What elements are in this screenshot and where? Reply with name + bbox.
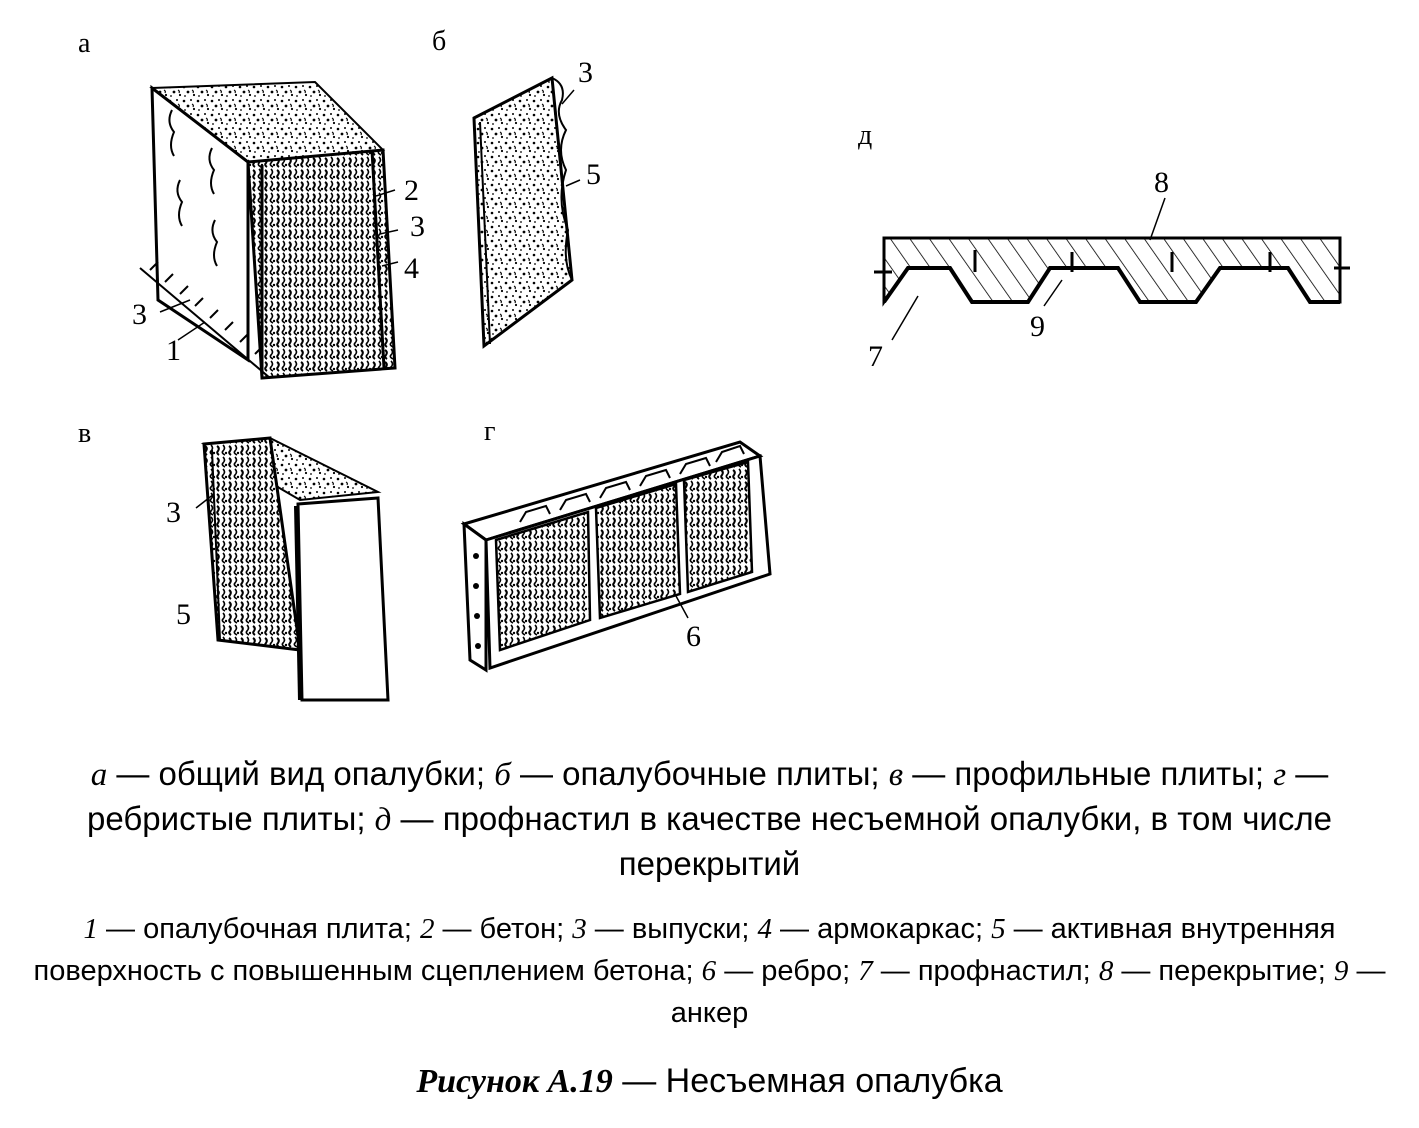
panel-label-d: д — [858, 120, 873, 151]
legend-text-4: — армокаркас; — [771, 913, 992, 945]
legend-text-3: — выпуски; — [586, 913, 758, 945]
panel-a-drawing — [139, 80, 399, 380]
callout-d-7: 7 — [868, 340, 883, 373]
callout-b-5: 5 — [586, 158, 601, 191]
legend-text-2: — бетон; — [434, 913, 573, 945]
legend-num-9: 9 — [1333, 955, 1349, 987]
legend-text-6: — ребро; — [716, 955, 859, 987]
callout-v-5: 5 — [176, 598, 191, 631]
legend-num-1: 1 — [83, 913, 98, 945]
legend-num-3: 3 — [572, 913, 587, 945]
callout-a-4: 4 — [404, 252, 419, 285]
figure-title: Рисунок А.19 — Несъемная опалубка — [0, 1064, 1419, 1099]
legend-num-7: 7 — [858, 955, 873, 987]
legend-num-6: 6 — [701, 955, 717, 987]
callout-a-2: 2 — [404, 174, 419, 207]
caption-text-v: — профильные плиты; — [903, 755, 1274, 792]
caption-text-b: — опалубочные плиты; — [510, 755, 889, 792]
panel-b-drawing — [472, 75, 581, 349]
figure-title-text: — Несъемная опалубка — [612, 1062, 1003, 1100]
panel-d-drawing — [874, 197, 1350, 341]
caption-key-d: д — [374, 802, 392, 838]
legend-text-1: — опалубочная плита; — [97, 913, 420, 945]
panel-label-b: б — [432, 26, 447, 57]
legend-num-5: 5 — [991, 913, 1006, 945]
figure-title-prefix: Рисунок А.19 — [416, 1063, 613, 1100]
panel-label-g: г — [484, 416, 496, 447]
callout-d-9: 9 — [1030, 310, 1045, 343]
callout-b-3: 3 — [578, 56, 593, 89]
panel-g-drawing — [460, 440, 772, 673]
legend-text-7: — профнастил; — [872, 955, 1099, 987]
caption-text-a: — общий вид опалубки; — [107, 755, 495, 792]
legend-num-2: 2 — [419, 913, 435, 945]
caption-key-a: а — [90, 757, 108, 793]
caption-key-g: г — [1273, 757, 1287, 793]
callout-g-6: 6 — [686, 620, 701, 653]
panel-label-a: а — [78, 28, 91, 59]
callout-d-8: 8 — [1154, 166, 1169, 199]
legend: 1 — опалубочная плита; 2 — бетон; 3 — вы… — [0, 908, 1419, 1034]
panel-caption: а — общий вид опалубки; б — опалубочные … — [0, 752, 1419, 886]
legend-text-9: — анкер — [670, 955, 1386, 1029]
callout-a-1: 1 — [166, 334, 181, 367]
legend-text-8: — перекрытие; — [1113, 955, 1334, 987]
panel-label-v: в — [78, 418, 92, 449]
caption-text-d: — профнастил в качестве несъемной опалуб… — [391, 800, 1332, 882]
callout-v-3: 3 — [166, 496, 181, 529]
caption-text-g: — ребристые плиты; — [87, 755, 1329, 837]
caption-key-v: в — [888, 757, 904, 793]
drawings — [139, 75, 1350, 702]
callout-a-3-left: 3 — [132, 298, 147, 331]
legend-num-4: 4 — [757, 913, 772, 945]
callout-a-3-right: 3 — [410, 210, 425, 243]
caption-key-b: б — [494, 757, 511, 793]
legend-text-5: — активная внутренняя поверхность с повы… — [33, 913, 1336, 987]
panel-v-drawing — [195, 436, 390, 702]
legend-num-8: 8 — [1098, 955, 1114, 987]
